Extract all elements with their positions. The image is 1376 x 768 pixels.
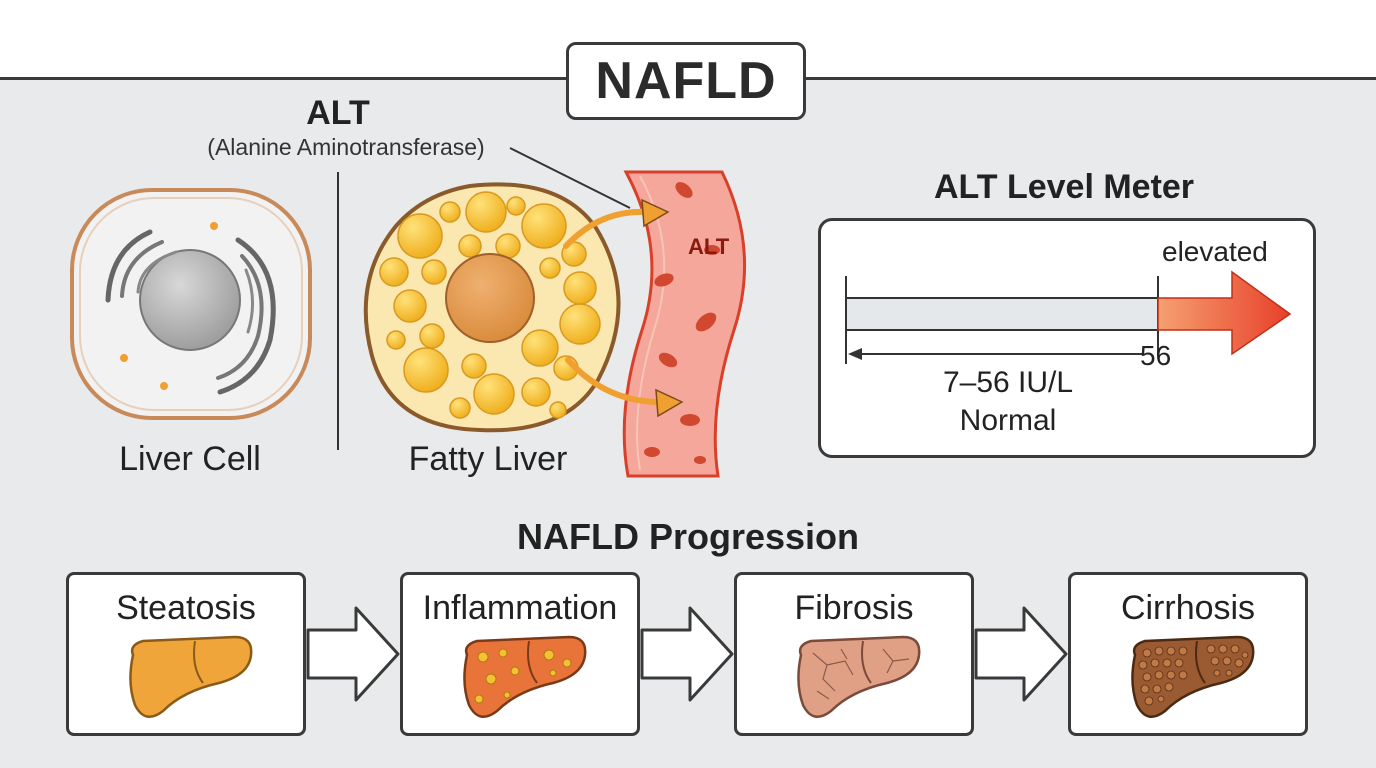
elevated-label: elevated: [1162, 236, 1268, 267]
meter-title: ALT Level Meter: [933, 168, 1195, 206]
normal-range-bar: [845, 297, 1159, 331]
stage-inflammation: Inflammation: [400, 572, 640, 736]
alt-leader-line: [509, 147, 631, 209]
normal-range-label: Normal: [959, 404, 1057, 437]
liver-cell-label: Liver Cell: [119, 440, 261, 478]
liver-cell-icon: [70, 188, 312, 420]
fatty-liver-cell-icon: [363, 182, 621, 433]
page-title: NAFLD: [566, 42, 806, 120]
vessel-alt-label: ALT: [688, 234, 730, 259]
range-arrowhead: [848, 348, 862, 360]
inflamed-liver-icon: [463, 635, 587, 718]
steatosis-liver-icon: [129, 635, 253, 718]
alt-subheading: (Alanine Aminotransferase): [207, 134, 485, 160]
fatty-liver-label: Fatty Liver: [408, 440, 568, 478]
alt-heading: ALT: [306, 94, 370, 132]
stage-steatosis: Steatosis: [66, 572, 306, 736]
alt-release-arrows: [563, 208, 663, 405]
stage-label: Cirrhosis: [1120, 589, 1256, 627]
progression-title: NAFLD Progression: [516, 516, 860, 557]
threshold-value: 56: [1140, 340, 1172, 371]
stage-label: Steatosis: [116, 589, 256, 627]
stage-label: Fibrosis: [794, 589, 914, 627]
fibrotic-liver-icon: [797, 635, 921, 718]
normal-range-value: 7–56 IU/L: [942, 366, 1074, 399]
stage-label: Inflammation: [422, 589, 618, 627]
stage-fibrosis: Fibrosis: [734, 572, 974, 736]
cirrhotic-liver-icon: [1131, 635, 1255, 718]
progression-arrows: [306, 606, 1068, 702]
elevated-arrow: [1157, 270, 1292, 356]
stage-cirrhosis: Cirrhosis: [1068, 572, 1308, 736]
